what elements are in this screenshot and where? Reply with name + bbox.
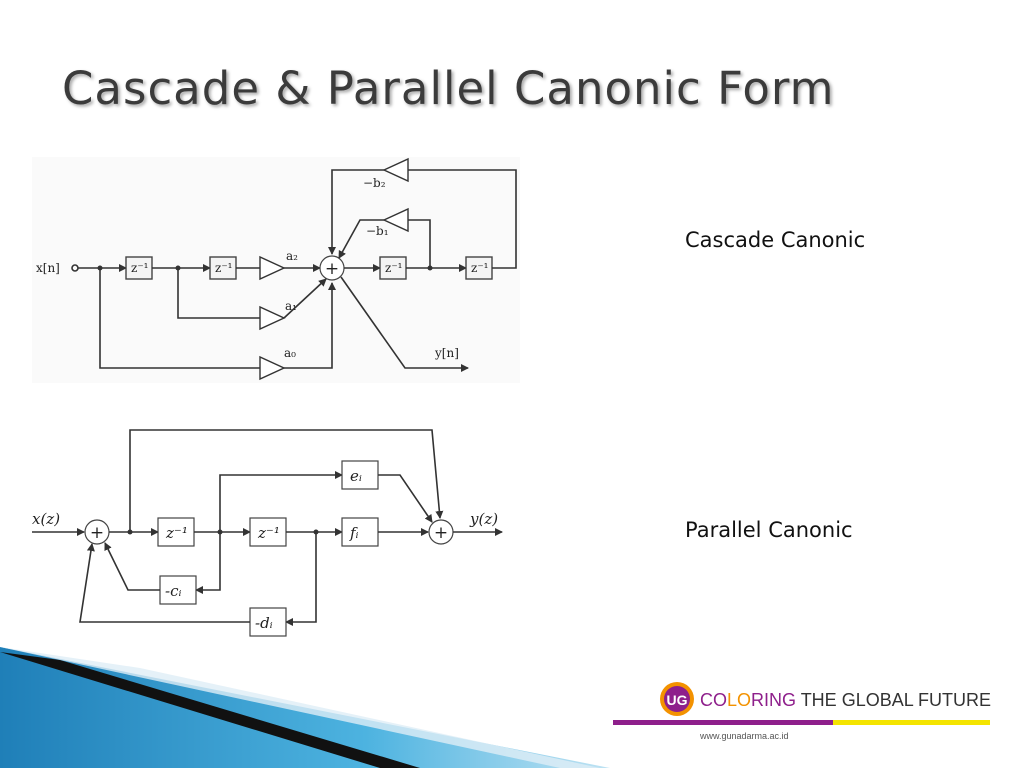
cascade-delay-4-label: z⁻¹ [471,261,488,275]
cascade-delay-1-label: z⁻¹ [131,261,148,275]
parallel-block-f [341,517,379,547]
parallel-delay-1 [157,517,195,547]
parallel-block-d [249,607,287,637]
gain-a1-triangle [259,305,286,331]
parallel-block-c-label: -cᵢ [165,582,182,600]
parallel-adder-1-label: + [90,523,104,543]
parallel-caption: Parallel Canonic [685,518,853,542]
parallel-block-f-label: fᵢ [349,524,359,542]
parallel-block-d-label: -dᵢ [255,614,273,632]
parallel-block-e-label: eᵢ [350,467,362,485]
ug-logo-tagline: COLORING THE GLOBAL FUTURE [700,690,991,710]
cascade-caption: Cascade Canonic [685,228,866,252]
logo-bar-yellow [833,720,990,725]
cascade-output-label: y[n] [434,346,459,360]
gain-b2-triangle [382,157,409,183]
logo-url: www.gunadarma.ac.id [699,731,789,741]
logo-bar-purple [613,720,833,725]
parallel-diagram: x(z) + z⁻¹ z⁻¹ fᵢ eᵢ + y(z) -cᵢ [32,429,503,637]
slide-title: Cascade & Parallel Canonic Form [62,62,835,115]
parallel-delay-2 [249,517,287,547]
ug-logo-badge-text: UG [667,692,688,708]
gain-a2-label: a₂ [286,249,298,263]
gain-a0-triangle [259,355,286,381]
parallel-block-c [159,575,197,605]
gain-a0-label: a₀ [284,346,296,360]
parallel-adder-2-label: + [434,523,448,543]
decorative-swoosh [0,647,610,768]
gain-a1-label: a₁ [285,299,297,313]
parallel-delay-2-label: z⁻¹ [257,524,280,542]
parallel-delay-1-label: z⁻¹ [165,524,188,542]
cascade-diagram: x[n] z⁻¹ z⁻¹ a₂ a₁ a₀ + y[n] [32,157,520,383]
cascade-delay-2-label: z⁻¹ [215,261,232,275]
cascade-input-label: x[n] [36,261,60,275]
gain-b2-label: −b₂ [363,176,386,190]
parallel-output-label: y(z) [469,510,498,528]
cascade-adder-label: + [325,259,339,279]
gain-b1-triangle [382,207,409,233]
gain-b1-label: −b₁ [366,224,389,238]
cascade-delay-3-label: z⁻¹ [385,261,402,275]
gain-a2-triangle [259,255,286,281]
ug-logo: UG COLORING THE GLOBAL FUTURE www.gunada… [613,682,991,741]
parallel-input-label: x(z) [32,510,60,528]
